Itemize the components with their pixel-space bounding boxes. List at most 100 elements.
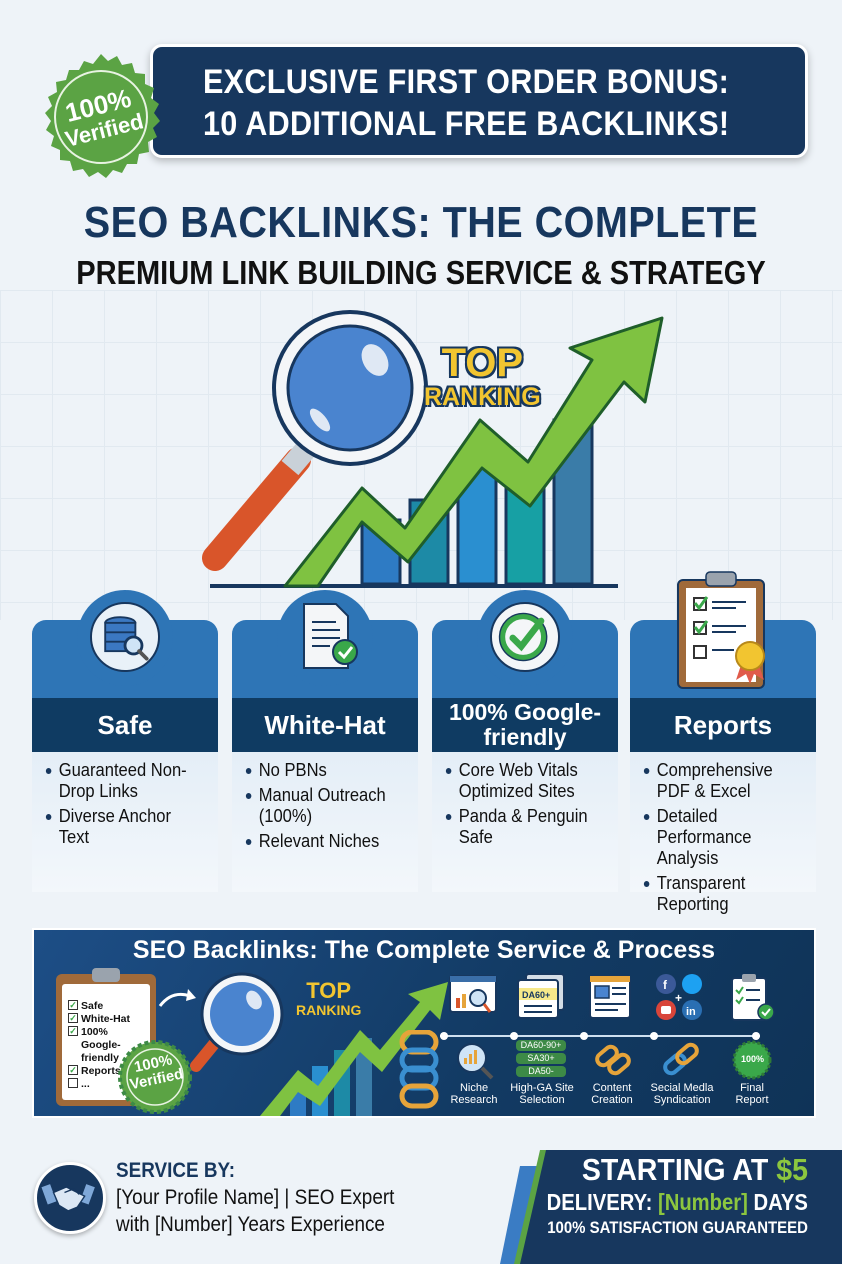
process-step-social-syndication: Secial Medla Syndication: [642, 1082, 722, 1106]
metric-pill: SA30+: [516, 1053, 566, 1064]
svg-text:+: +: [675, 991, 682, 1005]
service-by-block: SERVICE BY: [Your Profile Name] | SEO Ex…: [116, 1158, 425, 1238]
niche-research-icon: [457, 1043, 494, 1080]
checklist-item: ✓Reports: [68, 1065, 121, 1077]
avatar: [34, 1162, 106, 1234]
social-media-icons: f in +: [656, 974, 702, 1020]
bonus-line-1: EXCLUSIVE FIRST ORDER BONUS:: [203, 63, 730, 101]
profile-name: [Your Profile Name] | SEO Expert: [116, 1186, 395, 1209]
process-step-content-creation: Content Creation: [572, 1082, 652, 1106]
card-body: No PBNs Manual Outreach (100%) Relevant …: [232, 752, 418, 892]
verified-seal-icon: [45, 54, 160, 178]
growth-arrow-icon: [283, 316, 664, 588]
step-label: High-GA Site: [510, 1082, 574, 1094]
clipboard-award-icon: [677, 571, 765, 689]
chain-link-icon: [595, 1044, 631, 1076]
top-label: TOP: [441, 341, 524, 385]
checklist-item: ✓White-Hat: [68, 1013, 130, 1025]
card-bullet: Comprehensive PDF & Excel: [642, 760, 797, 802]
handshake-icon: [41, 1184, 95, 1212]
hero-illustration: [202, 310, 664, 588]
step-label: Final: [740, 1082, 764, 1094]
certified-document-icon: [290, 602, 360, 672]
feature-card-white-hat: White-Hat No PBNs Manual Outreach (100%)…: [232, 590, 418, 892]
database-search-icon: [90, 602, 160, 672]
card-title: White-Hat: [232, 698, 418, 752]
svg-text:DA60+: DA60+: [522, 990, 550, 1000]
starting-price: STARTING AT $5: [581, 1152, 808, 1187]
curved-arrow-icon: [158, 989, 196, 1007]
card-bullet: Panda & Penguin Safe: [444, 806, 599, 848]
card-bullet: No PBNs: [244, 760, 399, 781]
card-bullet: Diverse Anchor Text: [44, 806, 199, 848]
price-value: $5: [776, 1152, 808, 1187]
chain-links-icon: [399, 1030, 439, 1109]
magnifier-icon: [190, 972, 284, 1072]
card-title: Reports: [630, 698, 816, 752]
delivery-time: DELIVERY: [Number] DAYS: [546, 1189, 808, 1215]
feature-card-google-friendly: 100% Google-friendly Core Web Vitals Opt…: [432, 590, 618, 892]
metric-pills: DA60-90+ SA30+ DA50-: [516, 1040, 566, 1079]
top-ranking-label: TOP RANKING: [424, 343, 541, 411]
card-body: Core Web Vitals Optimized Sites Panda & …: [432, 752, 618, 892]
page-title: SEO BACKLINKS: THE COMPLETE: [83, 198, 759, 247]
step-label: Niche: [459, 1082, 489, 1094]
card-bullet: Manual Outreach (100%): [244, 785, 399, 827]
price-panel: [500, 1150, 842, 1264]
magnifier-icon: [202, 310, 428, 571]
card-title: Safe: [32, 698, 218, 752]
verified-seal-icon: [118, 1040, 192, 1114]
ranking-label: RANKING: [424, 383, 541, 411]
svg-text:100%: 100%: [741, 1054, 764, 1064]
satisfaction-guarantee: 100% SATISFACTION GUARANTEED: [547, 1218, 808, 1237]
card-bullet: Core Web Vitals Optimized Sites: [444, 760, 599, 802]
broken-link-icon: [663, 1042, 699, 1076]
process-timeline: [440, 1032, 760, 1040]
card-body: Guaranteed Non-Drop Links Diverse Anchor…: [32, 752, 218, 892]
step-label: Syndication: [653, 1094, 711, 1106]
guarantee-badge-icon: 100%: [732, 1040, 772, 1080]
delivery-days: [Number]: [658, 1189, 748, 1215]
service-by-label: SERVICE BY:: [116, 1159, 236, 1182]
pricing-info: STARTING AT $5 DELIVERY: [Number] DAYS 1…: [511, 1152, 808, 1240]
timeline-dot: [752, 1032, 760, 1040]
timeline-dot: [650, 1032, 658, 1040]
strip-top-ranking: TOP RANKING: [296, 978, 362, 1019]
step-label: Research: [450, 1094, 498, 1106]
growth-arrow-icon: [260, 982, 448, 1116]
bonus-text: EXCLUSIVE FIRST ORDER BONUS: 10 ADDITION…: [203, 61, 730, 145]
checklist-item: ✓Safe: [68, 1000, 104, 1012]
site-selection-icon: DA60+: [517, 973, 565, 1019]
clipboard-clip: [92, 968, 120, 982]
page-subtitle: PREMIUM LINK BUILDING SERVICE & STRATEGY: [76, 254, 766, 291]
bonus-banner: EXCLUSIVE FIRST ORDER BONUS: 10 ADDITION…: [150, 44, 808, 158]
svg-text:f: f: [663, 978, 668, 992]
card-title: 100% Google-friendly: [432, 698, 618, 752]
step-label: Creation: [591, 1094, 633, 1106]
step-label: Report: [735, 1094, 769, 1106]
checklist-item: ✓100% Google-friendly: [68, 1026, 121, 1064]
feature-card-safe: Safe Guaranteed Non-Drop Links Diverse A…: [32, 590, 218, 892]
card-bullet: Guaranteed Non-Drop Links: [44, 760, 199, 802]
card-bullet: Detailed Performance Analysis: [642, 806, 797, 869]
experience-line: with [Number] Years Experience: [116, 1213, 385, 1236]
metric-pill: DA60-90+: [516, 1040, 566, 1051]
ranking-label: RANKING: [296, 1002, 362, 1018]
card-bullet: Relevant Niches: [244, 831, 399, 852]
timeline-dot: [580, 1032, 588, 1040]
card-body: Comprehensive PDF & Excel Detailed Perfo…: [630, 752, 816, 914]
svg-text:in: in: [686, 1006, 696, 1018]
checklist-item: ...: [68, 1078, 146, 1091]
step-label: Secial Medla: [650, 1082, 714, 1094]
step-label: Selection: [519, 1094, 565, 1106]
process-strip: SEO Backlinks: The Complete Service & Pr…: [32, 928, 816, 1118]
top-label: TOP: [306, 978, 352, 1003]
timeline-dot: [440, 1032, 448, 1040]
final-report-clipboard-icon: [731, 974, 775, 1021]
feature-card-reports: Reports Comprehensive PDF & Excel Detail…: [630, 571, 816, 914]
process-title: SEO Backlinks: The Complete Service & Pr…: [132, 936, 716, 964]
analytics-window-icon: [449, 975, 497, 1013]
process-step-final-report: Final Report: [712, 1082, 792, 1106]
process-step-site-selection: High-GA Site Selection: [502, 1082, 582, 1106]
check-circle-icon: [490, 602, 560, 672]
